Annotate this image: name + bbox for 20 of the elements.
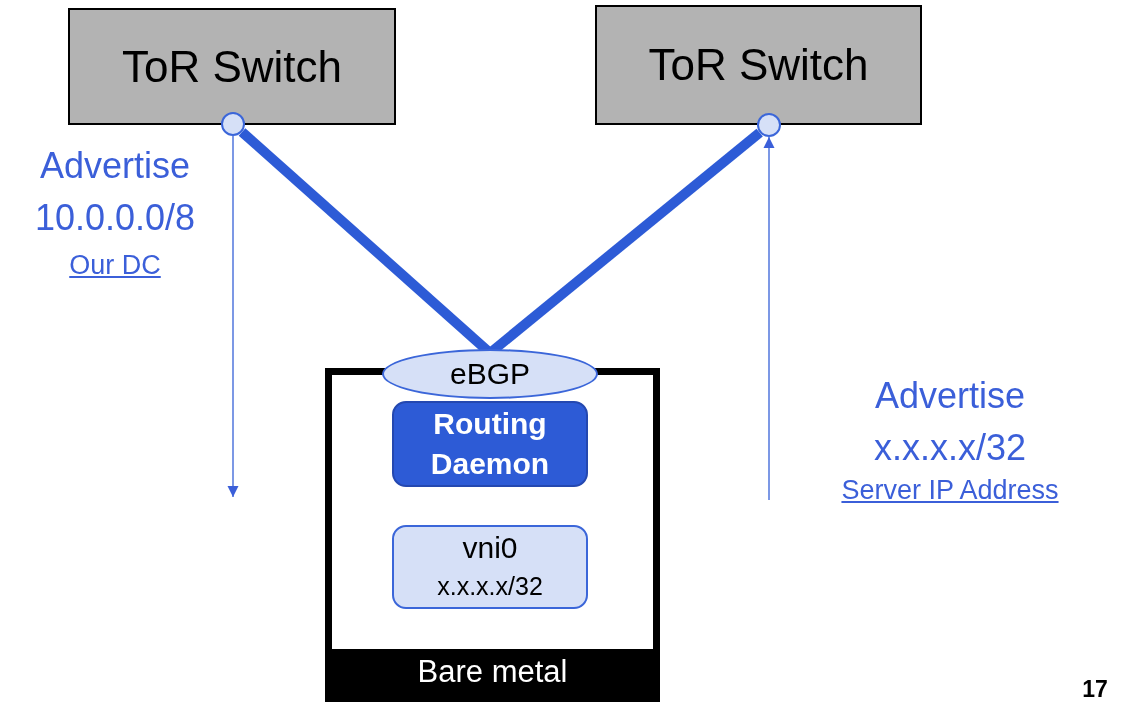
link-text: Server IP Address	[841, 475, 1059, 506]
node-label: vni0	[462, 530, 518, 566]
link-text: Our DC	[69, 250, 161, 281]
server-label: Bare metal	[332, 649, 653, 695]
switch-box	[595, 5, 922, 125]
page-number: 17	[1082, 676, 1108, 702]
arrow	[227, 135, 239, 498]
node-label: ToR Switch	[121, 47, 343, 86]
arrow	[763, 136, 775, 501]
annotation-text: Advertise	[39, 145, 191, 187]
process-box	[392, 401, 588, 487]
annotation-text: x.x.x.x/32	[873, 427, 1027, 469]
address-label: x.x.x.x/32	[437, 571, 543, 602]
node-label: eBGP	[449, 356, 530, 392]
annotation-text: Advertise	[874, 375, 1026, 417]
node-label: ToR Switch	[648, 46, 869, 84]
interface-box	[392, 525, 588, 609]
switch-box	[68, 8, 396, 125]
annotation-text: 10.0.0.0/8	[34, 197, 196, 239]
node-label: Routing Daemon	[429, 406, 551, 482]
